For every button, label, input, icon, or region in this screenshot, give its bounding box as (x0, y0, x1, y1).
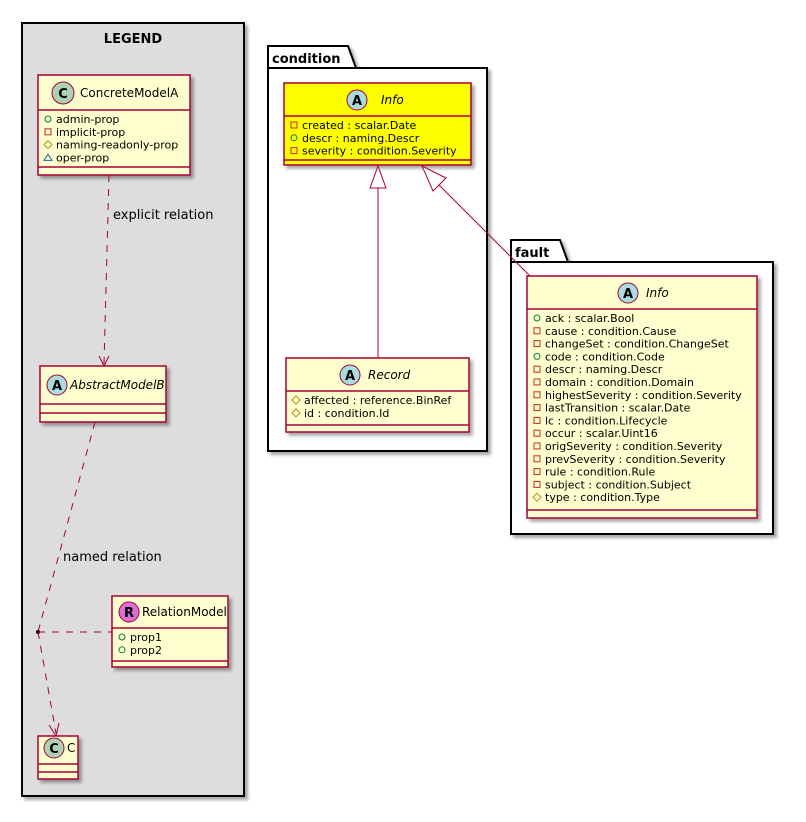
relation-stereotype-icon (118, 601, 140, 623)
abstract-stereotype-icon (46, 374, 68, 396)
private-visibility-icon (44, 128, 52, 136)
protected-visibility-icon (291, 395, 301, 405)
record-stereotype-letter: A (345, 369, 355, 384)
explicit-relation-arrow (103, 174, 110, 365)
concrete-model-attributes: admin-propimplicit-propnaming-readonly-p… (43, 113, 178, 164)
public-visibility-icon (290, 134, 298, 142)
concrete-stereotype-letter: C (58, 87, 68, 102)
condition-info-stereotype-letter: A (352, 94, 362, 109)
attribute-row: ack : scalar.Bool (545, 312, 634, 325)
fault-info-name: Info (646, 286, 669, 300)
private-visibility-icon (533, 442, 541, 450)
attribute-row: subject : condition.Subject (545, 478, 692, 491)
abstract-model-class[interactable]: A AbstractModelB (39, 365, 167, 423)
named-relation-arrow (37, 631, 57, 734)
fault-info-stereotype-letter: A (623, 287, 633, 302)
class-c[interactable]: C C (37, 735, 79, 780)
concrete-model-name: ConcreteModelA (80, 86, 179, 100)
attribute-row: lastTransition : scalar.Date (545, 402, 691, 415)
legend-group: LEGEND C ConcreteModelA admin-propimplic… (21, 22, 245, 797)
attribute-row: created : scalar.Date (302, 119, 416, 132)
condition-package-title: condition (272, 52, 341, 67)
attribute-row: naming-readonly-prop (56, 139, 178, 152)
fault-inheritance-arrowhead (420, 164, 447, 192)
attribute-row: lc : condition.Lifecycle (545, 414, 668, 427)
protected-visibility-icon (291, 408, 301, 418)
class-c-name: C (67, 741, 75, 755)
attribute-row: descr : naming.Descr (302, 132, 420, 145)
private-visibility-icon (533, 391, 541, 399)
attribute-row: prevSeverity : condition.Severity (545, 453, 726, 466)
attribute-row: prop2 (130, 644, 162, 657)
relation-model-name: RelationModel (142, 605, 227, 619)
fault-package-title: fault (515, 246, 549, 261)
attribute-row: affected : reference.BinRef (304, 394, 452, 407)
condition-info-stereotype-icon (346, 89, 368, 111)
class-c-stereotype-icon (43, 737, 65, 759)
abstract-model-name: AbstractModelB (69, 378, 165, 392)
package-visibility-icon (43, 153, 53, 161)
record-inheritance-arrowhead (369, 164, 387, 189)
attribute-row: implicit-prop (56, 126, 125, 139)
attribute-row: type : condition.Type (545, 491, 660, 504)
attribute-row: severity : condition.Severity (302, 145, 457, 158)
private-visibility-icon (533, 429, 541, 437)
concrete-model-class[interactable]: C ConcreteModelA admin-propimplicit-prop… (37, 74, 191, 176)
private-visibility-icon (533, 416, 541, 424)
private-visibility-icon (290, 147, 298, 155)
attribute-row: highestSeverity : condition.Severity (545, 389, 742, 402)
public-visibility-icon (118, 646, 126, 654)
explicit-relation-label: explicit relation (113, 208, 213, 223)
attribute-row: changeSet : condition.ChangeSet (545, 338, 729, 351)
relation-stereotype-letter: R (124, 606, 134, 621)
private-visibility-icon (533, 340, 541, 348)
condition-info-name: Info (381, 93, 404, 107)
record-stereotype-icon (339, 364, 361, 386)
attribute-row: domain : condition.Domain (545, 376, 694, 389)
public-visibility-icon (533, 314, 541, 322)
public-visibility-icon (44, 115, 52, 123)
abstract-stereotype-letter: A (52, 379, 62, 394)
private-visibility-icon (533, 480, 541, 488)
legend-title: LEGEND (104, 32, 163, 47)
attribute-row: prop1 (130, 631, 162, 644)
fault-info-stereotype-icon (617, 282, 639, 304)
attribute-row: occur : scalar.Uint16 (545, 427, 658, 440)
named-relation-label: named relation (63, 550, 162, 565)
private-visibility-icon (533, 365, 541, 373)
attribute-row: oper-prop (56, 151, 109, 164)
condition-package: condition A Info created : scalar.Datede… (267, 45, 488, 452)
record-name: Record (368, 368, 411, 382)
public-visibility-icon (533, 352, 541, 360)
private-visibility-icon (290, 121, 298, 129)
private-visibility-icon (533, 378, 541, 386)
private-visibility-icon (533, 468, 541, 476)
attribute-row: id : condition.Id (304, 407, 389, 420)
fault-inheritance-line (437, 183, 531, 277)
private-visibility-icon (533, 404, 541, 412)
protected-visibility-icon (532, 492, 542, 502)
private-visibility-icon (533, 327, 541, 335)
attribute-row: cause : condition.Cause (545, 325, 676, 338)
attribute-row: admin-prop (56, 113, 119, 126)
attribute-row: descr : naming.Descr (545, 363, 663, 376)
class-c-stereotype-letter: C (49, 742, 59, 757)
concrete-stereotype-icon (51, 81, 75, 105)
attribute-row: origSeverity : condition.Severity (545, 440, 723, 453)
attribute-row: code : condition.Code (545, 350, 665, 363)
private-visibility-icon (533, 455, 541, 463)
protected-visibility-icon (43, 139, 53, 150)
public-visibility-icon (118, 633, 126, 641)
attribute-row: rule : condition.Rule (545, 466, 656, 479)
